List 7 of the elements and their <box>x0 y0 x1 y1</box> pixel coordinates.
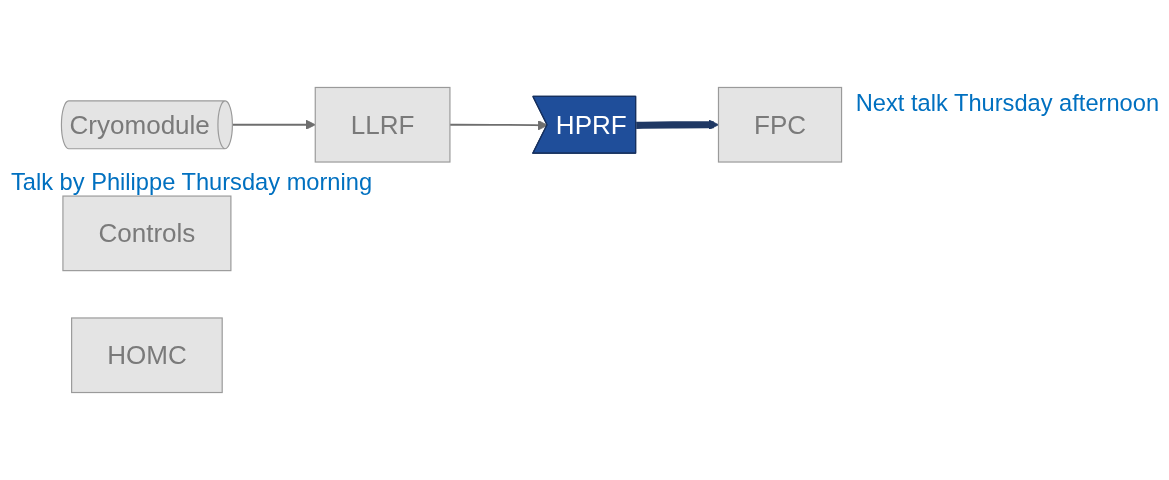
note-text: Talk by Philippe Thursday morning <box>10 169 372 196</box>
node-text: Cryomodule <box>68 109 210 140</box>
note-text: Next talk Thursday afternoon <box>855 90 1159 117</box>
node-box: LLRF <box>314 86 451 163</box>
node-box: Controls <box>61 195 231 272</box>
node-box: HOMC <box>70 317 223 394</box>
node-box: FPC <box>717 86 842 163</box>
